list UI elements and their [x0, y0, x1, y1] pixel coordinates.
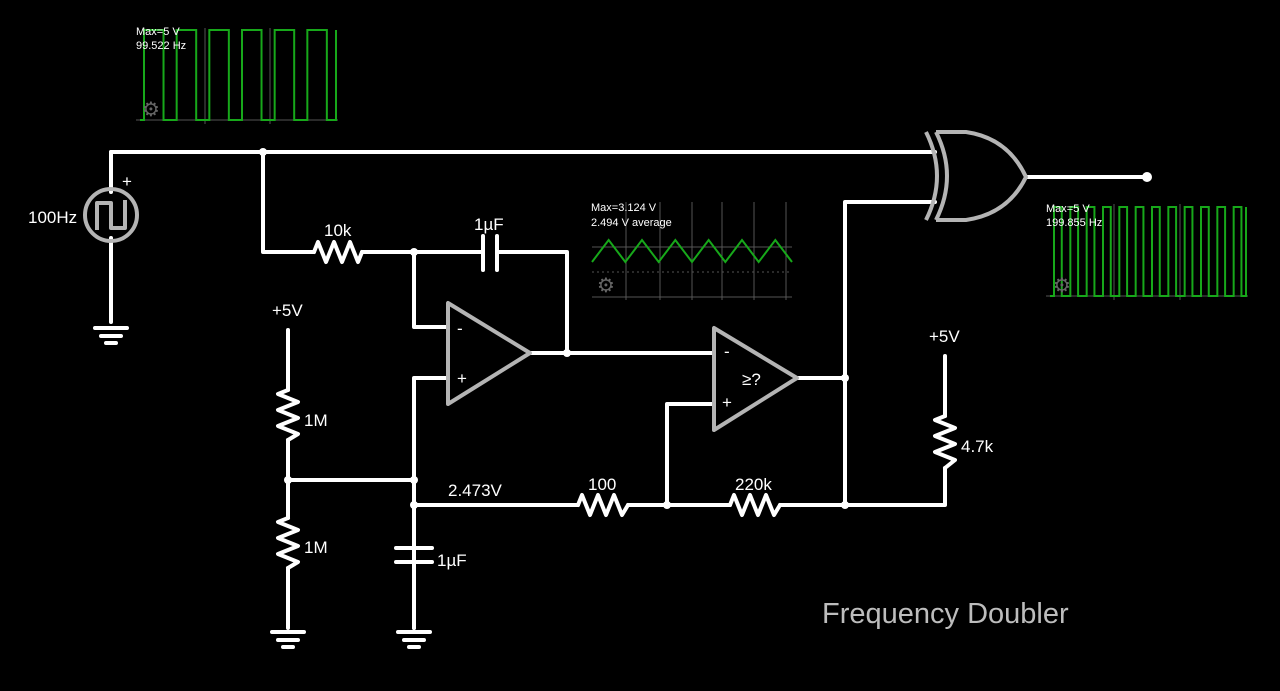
output-terminal [1142, 172, 1152, 182]
scope-trace-square [1050, 206, 1247, 297]
comparator-symbol: ≥? [742, 370, 761, 389]
comparator[interactable]: - + ≥? [712, 326, 799, 432]
supply-label: +5V [272, 301, 303, 320]
capacitor-label: 1µF [437, 551, 467, 570]
scope-max-label: Max=5 V [136, 26, 180, 38]
junction-dots [259, 148, 1152, 509]
ground-symbol [270, 630, 306, 649]
scope-grid [592, 202, 792, 300]
scope-average-label: 2.494 V average [591, 217, 672, 229]
scope-max-label: Max=5 V [1046, 203, 1090, 215]
scope-integrator[interactable]: Max=3.124 V 2.494 V average ⚙ [591, 202, 793, 300]
resistor-10k[interactable]: 10k [312, 221, 364, 264]
scope-freq-label: 199.855 Hz [1046, 217, 1102, 229]
scope-freq-label: 99.522 Hz [136, 40, 186, 52]
source-polarity: + [122, 172, 132, 191]
source-frequency-label: 100Hz [28, 208, 77, 227]
op-amp-integrator[interactable]: - + [446, 301, 532, 406]
node-voltage-label: 2.473V [448, 481, 503, 500]
ground-symbol [93, 326, 129, 345]
opamp-plus-label: + [457, 369, 467, 388]
resistor-label: 4.7k [961, 437, 994, 456]
scope-trace-triangle [591, 238, 793, 264]
ground-symbol [396, 630, 432, 649]
capacitor-top[interactable]: 1µF [474, 215, 504, 272]
wires [109, 150, 1149, 630]
square-wave-source[interactable]: + 100Hz [28, 172, 139, 243]
opamp-minus-label: - [457, 319, 463, 338]
scope-max-label: Max=3.124 V [591, 202, 657, 214]
resistor-label: 1M [304, 538, 328, 557]
scope-trace-square [140, 29, 337, 121]
resistor-100[interactable]: 100 [576, 475, 630, 517]
resistor-4-7k[interactable]: 4.7k [933, 414, 994, 470]
capacitor-label: 1µF [474, 215, 504, 234]
resistor-1M-top[interactable]: 1M [276, 388, 328, 442]
circuit-title: Frequency Doubler [822, 598, 1069, 630]
resistor-label: 220k [735, 475, 772, 494]
gear-icon[interactable]: ⚙ [597, 273, 615, 297]
resistor-1M-bottom[interactable]: 1M [276, 516, 328, 570]
gear-icon[interactable]: ⚙ [1053, 273, 1071, 297]
gear-icon[interactable]: ⚙ [142, 97, 160, 121]
resistor-label: 1M [304, 411, 328, 430]
scope-output[interactable]: Max=5 V 199.855 Hz ⚙ [1046, 203, 1248, 300]
xor-gate[interactable] [924, 130, 1028, 222]
comparator-minus-label: - [724, 342, 730, 361]
resistor-label: 100 [588, 475, 616, 494]
capacitor-bottom[interactable]: 1µF [394, 546, 467, 570]
comparator-plus-label: + [722, 393, 732, 412]
scope-input[interactable]: Max=5 V 99.522 Hz ⚙ [136, 26, 338, 124]
supply-label: +5V [929, 327, 960, 346]
resistor-label: 10k [324, 221, 352, 240]
resistor-220k[interactable]: 220k [728, 475, 782, 517]
